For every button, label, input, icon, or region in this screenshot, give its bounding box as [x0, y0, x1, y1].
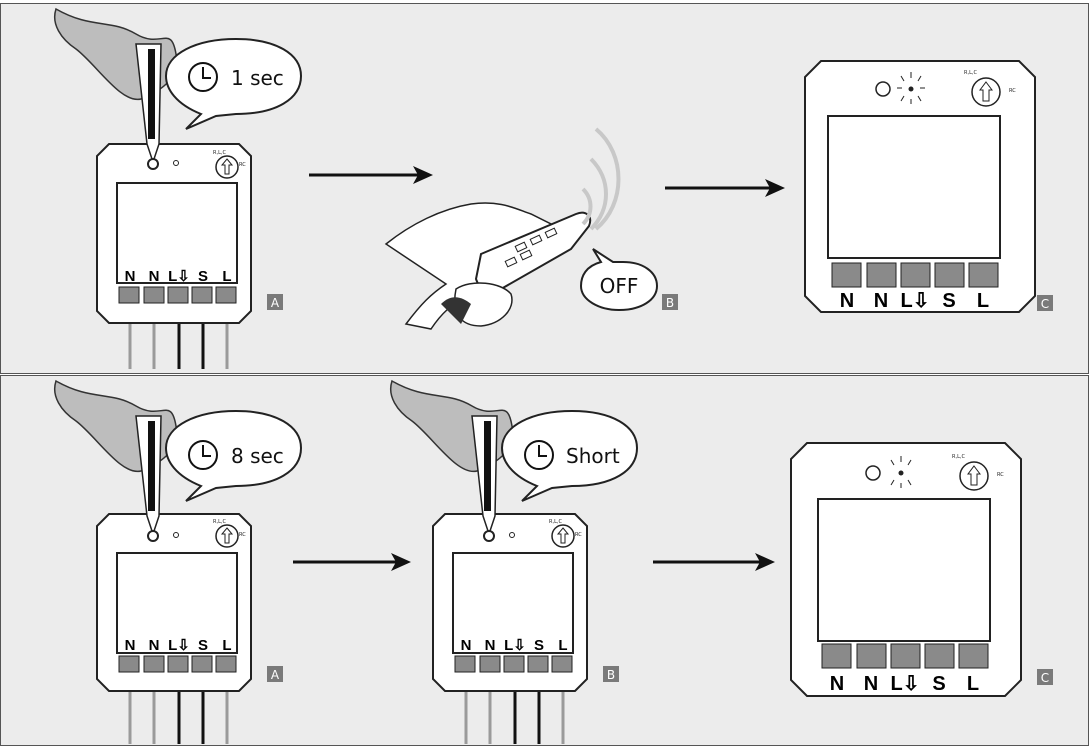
speech-bubble-2a: 8 sec	[164, 409, 303, 502]
dial-label: R,L,C	[213, 150, 226, 156]
step-2c-device: R,L,C RC N N L⇩ S L	[790, 442, 1022, 697]
panel-row-1: R,L,C RC N N L⇩ S L	[0, 3, 1089, 374]
svg-text:S: S	[534, 637, 544, 654]
svg-text:RC: RC	[239, 532, 246, 538]
row-2-svg: R,L,C RC N N L⇩ S L	[54, 379, 1053, 744]
bubble-1a-text: 1 sec	[231, 66, 284, 90]
svg-text:RC: RC	[575, 532, 582, 538]
panel-row-2: R,L,C RC N N L⇩ S L	[0, 375, 1089, 746]
svg-text:L⇩: L⇩	[504, 637, 526, 654]
hand-pen-icon	[390, 379, 514, 542]
svg-text:L: L	[558, 637, 567, 654]
clock-icon	[524, 440, 554, 470]
tag-2a	[267, 666, 283, 682]
arrow-4	[653, 553, 775, 571]
tag-1b	[662, 294, 678, 310]
svg-text:R,L,C: R,L,C	[952, 454, 965, 460]
svg-text:RC: RC	[1009, 88, 1016, 94]
svg-text:R,L,C: R,L,C	[964, 70, 977, 76]
svg-text:R,L,C: R,L,C	[213, 519, 226, 525]
arrow-3	[293, 553, 411, 571]
led-blink-icon	[908, 86, 914, 92]
bubble-1b-text: OFF	[600, 274, 639, 298]
speech-bubble-1a: 1 sec	[164, 37, 303, 130]
dial-icon	[959, 461, 989, 491]
bubble-2b-text: Short	[566, 444, 620, 468]
arrow-2	[665, 179, 785, 197]
clock-icon	[188, 440, 218, 470]
svg-text:L⇩: L⇩	[901, 290, 930, 312]
svg-text:RC: RC	[997, 472, 1004, 478]
remote-hand-icon	[384, 127, 621, 330]
hand-pen-icon	[54, 379, 178, 542]
tag-2c	[1037, 669, 1053, 685]
svg-text:N: N	[874, 290, 888, 312]
terminal-l: L	[222, 268, 231, 285]
tag-1c	[1037, 295, 1053, 311]
tag-1a	[267, 294, 283, 310]
arrow-1	[309, 166, 433, 184]
tag-2b-label: B	[607, 668, 615, 682]
tag-1a-label: A	[271, 296, 280, 310]
svg-text:S: S	[942, 290, 955, 312]
svg-text:N: N	[864, 673, 878, 695]
tag-1b-label: B	[666, 296, 674, 310]
terminal-n1: N	[125, 268, 136, 285]
svg-text:L⇩: L⇩	[168, 637, 190, 654]
svg-text:N: N	[830, 673, 844, 695]
step-1a-device: R,L,C RC N N L⇩ S L	[96, 143, 252, 369]
svg-text:R,L,C: R,L,C	[549, 519, 562, 525]
svg-text:S: S	[198, 637, 208, 654]
tag-2c-label: C	[1041, 671, 1049, 685]
terminal-n2: N	[149, 268, 160, 285]
speech-bubble-1b: OFF	[579, 248, 659, 312]
tag-2a-label: A	[271, 668, 280, 682]
bubble-2a-text: 8 sec	[231, 444, 284, 468]
step-2a-device: R,L,C RC N N L⇩ S L	[96, 513, 252, 744]
svg-text:N: N	[461, 637, 472, 654]
svg-text:L: L	[977, 290, 989, 312]
tag-2b	[603, 666, 619, 682]
led-blink-icon	[898, 470, 904, 476]
speech-bubble-2b: Short	[500, 409, 639, 502]
step-2b-device: R,L,C RC N N L⇩ S L	[390, 379, 639, 744]
svg-text:N: N	[840, 290, 854, 312]
step-1c-device: R,L,C RC N N L⇩ S L	[804, 60, 1036, 313]
svg-text:L: L	[222, 637, 231, 654]
svg-text:L⇩: L⇩	[891, 673, 920, 695]
tag-1c-label: C	[1041, 297, 1049, 311]
hand-pen-icon	[54, 7, 178, 170]
clock-icon	[188, 62, 218, 92]
svg-text:N: N	[149, 637, 160, 654]
svg-text:L: L	[967, 673, 979, 695]
terminal-s: S	[198, 268, 208, 285]
svg-text:S: S	[932, 673, 945, 695]
terminal-l-load: L⇩	[168, 268, 190, 285]
dial-rc-label: RC	[239, 162, 246, 168]
svg-text:N: N	[125, 637, 136, 654]
row-1-svg: R,L,C RC N N L⇩ S L	[54, 7, 1053, 369]
svg-text:N: N	[485, 637, 496, 654]
dial-icon	[971, 77, 1001, 107]
